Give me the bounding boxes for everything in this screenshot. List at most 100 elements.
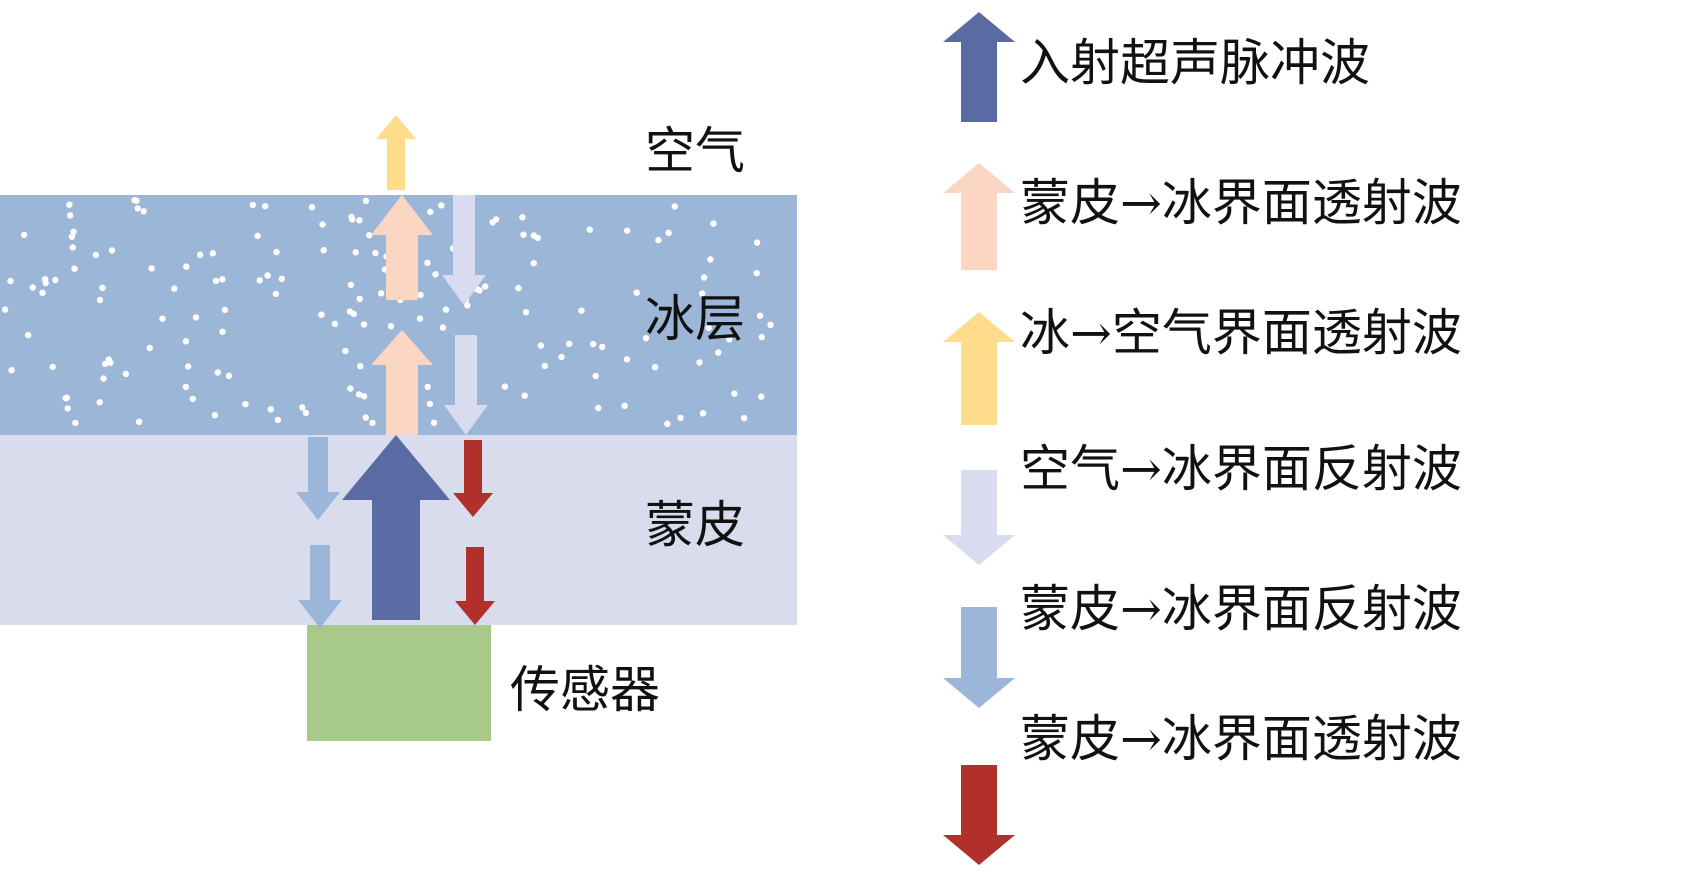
bubble <box>71 265 78 272</box>
bubble <box>8 367 15 374</box>
skin-ice-transmit-down-arrow <box>453 440 493 517</box>
bubble <box>726 336 733 343</box>
bubble <box>302 409 310 416</box>
bubble <box>96 399 103 406</box>
bubble <box>214 369 221 376</box>
bubble <box>108 247 116 254</box>
bubble <box>66 201 73 208</box>
bubble <box>624 227 631 234</box>
bubble <box>49 363 56 371</box>
bubble <box>520 231 527 238</box>
bubble <box>378 290 385 297</box>
air-ice-reflect-arrow <box>444 335 488 435</box>
bubble <box>319 221 326 228</box>
bubble <box>134 205 141 212</box>
bubble <box>530 260 537 267</box>
legend-item-skin-ice-reflect: 蒙皮→冰界面反射波 <box>1020 580 1462 638</box>
ice-label: 冰层 <box>645 290 745 348</box>
bubble <box>537 342 545 349</box>
bubble <box>262 203 269 210</box>
bubble <box>586 226 593 233</box>
bubble <box>185 363 192 370</box>
bubble <box>347 385 354 392</box>
legend-arrows <box>943 12 1015 865</box>
bubble <box>599 343 606 351</box>
legend-item-incident: 入射超声脉冲波 <box>1020 34 1370 92</box>
sensor-label: 传感器 <box>510 661 660 719</box>
legend-item-skin-ice-transmit-down: 蒙皮→冰界面透射波 <box>1020 710 1462 768</box>
bubble <box>70 228 77 235</box>
bubble <box>146 344 153 352</box>
bubble <box>256 277 263 284</box>
bubble <box>595 404 602 412</box>
bubble <box>331 320 339 327</box>
bubble <box>211 412 219 419</box>
skin-ice-reflect-arrow <box>298 545 342 628</box>
skin-ice-transmit-arrow <box>371 195 433 300</box>
bubble <box>221 306 229 314</box>
bubble <box>274 416 282 424</box>
bubble <box>67 212 74 219</box>
bubble <box>21 231 28 238</box>
bubble <box>196 251 204 258</box>
bubble <box>357 363 364 370</box>
bubble <box>442 306 450 313</box>
legend-item-air-ice-reflect: 空气→冰界面反射波 <box>1020 440 1462 498</box>
bubble <box>7 277 14 285</box>
bubble <box>621 402 628 409</box>
bubble <box>272 290 280 298</box>
legend-item-skin-ice-transmit: 蒙皮→冰界面透射波 <box>1020 174 1462 232</box>
bubble <box>219 328 226 335</box>
bubble <box>715 349 722 356</box>
bubble <box>299 404 306 411</box>
bubble <box>96 296 104 304</box>
bubble <box>758 393 765 400</box>
bubble <box>677 414 684 422</box>
bubble <box>696 359 703 366</box>
legend-arrow-up-icon <box>943 12 1015 122</box>
bubble <box>417 291 424 299</box>
bubble <box>740 415 748 422</box>
bubble <box>183 263 190 270</box>
bubble <box>72 419 79 427</box>
bubble <box>372 249 379 257</box>
bubble <box>705 324 712 332</box>
bubble <box>665 229 672 236</box>
bubble <box>501 383 509 390</box>
bubble <box>212 277 220 285</box>
bubble <box>699 410 707 417</box>
bubble <box>360 393 368 400</box>
bubble <box>349 216 356 223</box>
bubble <box>318 311 325 318</box>
bubble <box>135 418 143 425</box>
bubble <box>432 271 439 278</box>
bubble <box>592 372 599 380</box>
bubble <box>278 275 285 282</box>
bubble <box>671 203 678 210</box>
air-label: 空气 <box>645 122 745 180</box>
bubble <box>29 284 36 291</box>
bubble <box>249 201 256 209</box>
bubble <box>171 285 178 292</box>
bubble <box>427 208 434 215</box>
bubble <box>590 340 597 348</box>
skin-ice-transmit-arrow <box>371 330 433 435</box>
sensor-block <box>307 625 491 741</box>
bubble <box>753 269 760 277</box>
bubble <box>369 419 376 427</box>
bubble <box>464 302 471 309</box>
bubble <box>366 232 373 239</box>
bubble <box>655 236 662 244</box>
bubble <box>566 340 573 347</box>
bubble <box>41 276 49 283</box>
bubble <box>182 338 190 345</box>
bubble <box>189 395 196 403</box>
bubble <box>767 321 774 329</box>
bubble <box>219 276 226 283</box>
bubble <box>62 395 69 402</box>
bubble <box>225 372 233 379</box>
bubble <box>192 314 200 321</box>
bubble <box>346 308 354 315</box>
bubble <box>356 217 363 224</box>
bubble <box>267 406 274 413</box>
